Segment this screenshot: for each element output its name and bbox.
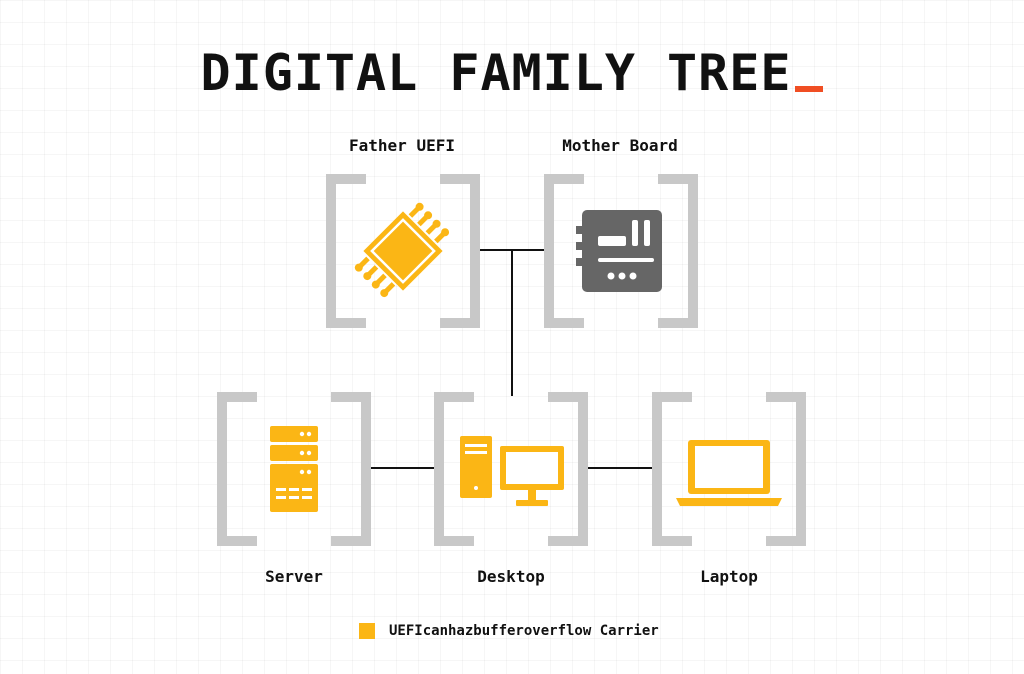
bracket-left <box>652 392 692 546</box>
legend-label: UEFIcanhazbufferoverflow Carrier <box>389 623 659 639</box>
descent-line <box>511 250 513 396</box>
bracket-right <box>766 392 806 546</box>
legend: UEFIcanhazbufferoverflow Carrier <box>359 623 659 639</box>
server-desktop-line <box>369 467 436 469</box>
node-father-uefi <box>326 174 480 328</box>
bracket-left <box>326 174 366 328</box>
server-icon <box>270 426 318 512</box>
diagram-title: DIGITAL FAMILY TREE <box>0 44 1024 102</box>
motherboard-icon <box>576 210 662 292</box>
chip-icon <box>354 202 450 298</box>
bracket-right <box>658 174 698 328</box>
bracket-right <box>331 392 371 546</box>
desktop-laptop-line <box>588 467 654 469</box>
node-laptop <box>652 392 806 546</box>
father-label: Father UEFI <box>349 136 455 155</box>
title-text: DIGITAL FAMILY TREE <box>200 44 792 102</box>
legend-swatch <box>359 623 375 639</box>
laptop-label: Laptop <box>700 567 758 586</box>
bracket-right <box>548 392 588 546</box>
desktop-label: Desktop <box>477 567 545 586</box>
bracket-left <box>434 392 474 546</box>
node-desktop <box>434 392 588 546</box>
laptop-icon <box>676 440 782 506</box>
node-mother-board <box>544 174 698 328</box>
bracket-left <box>544 174 584 328</box>
desktop-icon <box>460 436 564 506</box>
bracket-right <box>440 174 480 328</box>
server-label: Server <box>265 567 323 586</box>
title-cursor <box>795 86 824 92</box>
mother-label: Mother Board <box>562 136 678 155</box>
node-server <box>217 392 371 546</box>
bracket-left <box>217 392 257 546</box>
